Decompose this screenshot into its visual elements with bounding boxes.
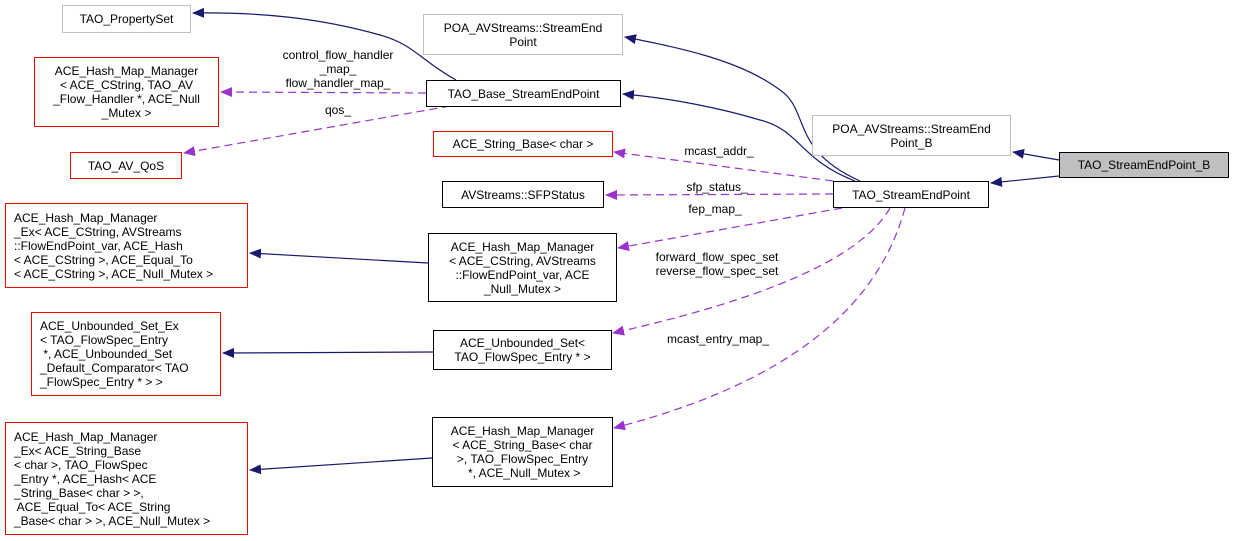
class-node-tao-base-streamendpoint[interactable]: TAO_Base_StreamEndPoint: [426, 80, 621, 107]
edge-usage-tao_streamendpoint-to-avstreams_sfpstatus: [605, 189, 834, 200]
class-node-label-line: TAO_Base_StreamEndPoint: [447, 86, 600, 101]
class-node-label-line: ACE_Unbounded_Set_Ex: [40, 319, 179, 333]
edge-usage-tao_streamendpoint-to-unbounded_set: [612, 207, 891, 336]
class-node-label-line: ACE_Equal_To< ACE_String: [14, 499, 171, 514]
edge-label-line: mcast_addr_: [684, 144, 754, 158]
class-node-label-line: POA_AVStreams::StreamEnd: [443, 20, 603, 35]
class-node-label-line: _Ex< ACE_CString, AVStreams: [14, 224, 182, 239]
class-node-hash-map-ex-flowspec[interactable]: ACE_Hash_Map_Manager_Ex< ACE_String_Base…: [5, 422, 248, 535]
class-node-hash-map-ex-fep[interactable]: ACE_Hash_Map_Manager_Ex< ACE_CString, AV…: [5, 203, 248, 288]
edge-label-line: forward_flow_spec_set: [655, 250, 779, 264]
class-node-label-line: TAO_PropertySet: [79, 12, 174, 26]
class-node-label-line: ACE_Hash_Map_Manager: [450, 239, 595, 254]
class-node-label-line: _Ex< ACE_String_Base: [14, 443, 142, 458]
class-node-label-line: _Flow_Handler *, ACE_Null: [53, 92, 200, 106]
edge-label-sfp-status: sfp_status_: [686, 180, 747, 194]
edge-label-line: flow_handler_map_: [285, 76, 391, 90]
class-node-label-line: POA_AVStreams::StreamEnd: [832, 121, 991, 136]
class-node-label-line: < ACE_CString >, ACE_Null_Mutex >: [14, 266, 214, 281]
class-node-label-line: _String_Base< char > >,: [14, 485, 144, 500]
class-node-label-line: ::FlowEndPoint_var, ACE_Hash: [14, 238, 183, 253]
edge-usage-tao_base_streamendpoint-to-tao_av_qos: [183, 105, 451, 157]
class-node-label-line: < ACE_CString, TAO_AV: [59, 78, 194, 92]
class-node-label-line: < ACE_CString, AVStreams: [449, 253, 596, 268]
class-node-label-line: < TAO_FlowSpec_Entry: [40, 333, 168, 347]
edge-label-line: control_flow_handler: [282, 48, 394, 62]
class-node-label-line: ACE_Hash_Map_Manager: [14, 210, 158, 225]
edge-label-line: qos_: [324, 103, 352, 117]
class-node-label-line: _Entry *, ACE_Hash< ACE: [14, 471, 157, 486]
class-node-label-line: _Default_Comparator< TAO: [40, 361, 189, 375]
class-node-label-line: Point_B: [890, 135, 933, 150]
class-node-label-line: < char >, TAO_FlowSpec: [14, 457, 148, 472]
class-node-tao-av-qos[interactable]: TAO_AV_QoS: [70, 152, 182, 179]
class-node-tao-streamendpoint-b[interactable]: TAO_StreamEndPoint_B: [1059, 152, 1229, 178]
edge-label-qos: qos_: [325, 103, 351, 117]
class-node-label-line: TAO_FlowSpec_Entry * >: [454, 350, 591, 364]
class-node-tao-streamendpoint[interactable]: TAO_StreamEndPoint: [833, 181, 989, 208]
class-node-label-line: Point: [509, 34, 537, 49]
edge-label-line: reverse_flow_spec_set: [655, 264, 779, 278]
edge-usage-tao_base_streamendpoint-to-hash_map_flow_handler: [220, 87, 427, 98]
class-node-label-line: *, ACE_Unbounded_Set: [40, 347, 173, 361]
edge-inheritance-unbounded_set-to-unbounded_set_ex: [222, 347, 434, 358]
edge-inheritance-tao_streamendpoint_b-to-tao_streamendpoint: [990, 175, 1060, 187]
class-node-ace-string-base-char[interactable]: ACE_String_Base< char >: [433, 131, 613, 157]
class-node-unbounded-set-ex[interactable]: ACE_Unbounded_Set_Ex< TAO_FlowSpec_Entry…: [31, 312, 221, 396]
edge-inheritance-tao_streamendpoint-to-poa_streamendpoint: [624, 34, 861, 182]
class-node-unbounded-set[interactable]: ACE_Unbounded_Set<TAO_FlowSpec_Entry * >: [433, 330, 612, 370]
class-node-label-line: ACE_Unbounded_Set<: [459, 336, 586, 350]
edge-label-mcast-addr: mcast_addr_: [684, 144, 753, 158]
class-node-label-line: *, ACE_Null_Mutex >: [464, 466, 581, 480]
class-node-label-line: < ACE_CString >, ACE_Equal_To: [14, 252, 193, 267]
edge-inheritance-hash_map_fep-to-hash_map_ex_fep: [249, 248, 429, 264]
edge-label-line: fep_map_: [688, 202, 742, 216]
class-node-label-line: ACE_Hash_Map_Manager: [450, 424, 595, 438]
class-node-label-line: < ACE_String_Base< char: [452, 438, 593, 452]
class-node-label-line: ACE_Hash_Map_Manager: [54, 64, 199, 78]
class-node-label-line: TAO_StreamEndPoint: [852, 187, 970, 202]
class-node-label-line: ACE_Hash_Map_Manager: [14, 429, 158, 444]
class-node-label-line: TAO_AV_QoS: [87, 158, 165, 173]
class-node-label-line: _Null_Mutex >: [483, 281, 562, 296]
class-node-label-line: AVStreams::SFPStatus: [461, 187, 585, 202]
class-node-label-line: _FlowSpec_Entry * > >: [40, 375, 163, 389]
class-node-label-line: _Mutex >: [101, 106, 152, 120]
class-node-label-line: ::FlowEndPoint_var, ACE: [455, 267, 590, 282]
edge-label-mcast-entry-map: mcast_entry_map_: [667, 332, 769, 346]
class-node-hash-map-fep[interactable]: ACE_Hash_Map_Manager< ACE_CString, AVStr…: [428, 233, 617, 302]
edge-label-fep-map: fep_map_: [688, 202, 741, 216]
class-node-label-line: TAO_StreamEndPoint_B: [1077, 158, 1211, 172]
edge-label-control-flow: control_flow_handler_map_flow_handler_ma…: [283, 48, 394, 90]
edge-inheritance-hash_map_flowspec-to-hash_map_ex_flowspec: [249, 457, 433, 475]
class-node-label-line: >, TAO_FlowSpec_Entry: [456, 452, 589, 466]
edge-inheritance-tao_base_streamendpoint-to-tao_propertyset: [192, 7, 457, 81]
edge-inheritance-tao_streamendpoint_b-to-poa_streamendpoint_b: [1012, 148, 1060, 161]
class-node-tao-propertyset[interactable]: TAO_PropertySet: [62, 5, 191, 33]
class-node-hash-map-flowspec[interactable]: ACE_Hash_Map_Manager< ACE_String_Base< c…: [432, 417, 613, 487]
edge-label-line: mcast_entry_map_: [666, 332, 770, 346]
class-node-label-line: _Base< char > >, ACE_Null_Mutex >: [14, 513, 211, 528]
edge-usage-tao_streamendpoint-to-ace_string_base_char: [613, 148, 834, 182]
edge-label-line: sfp_status_: [686, 180, 748, 194]
class-node-avstreams-sfpstatus[interactable]: AVStreams::SFPStatus: [442, 181, 604, 208]
edge-inheritance-tao_streamendpoint-to-tao_base_streamendpoint: [622, 89, 856, 182]
class-node-label-line: ACE_String_Base< char >: [452, 137, 594, 151]
edge-label-line: _map_: [319, 62, 357, 76]
edge-usage-tao_streamendpoint-to-hash_map_fep: [617, 207, 843, 251]
class-node-hash-map-flow-handler[interactable]: ACE_Hash_Map_Manager< ACE_CString, TAO_A…: [34, 57, 219, 127]
